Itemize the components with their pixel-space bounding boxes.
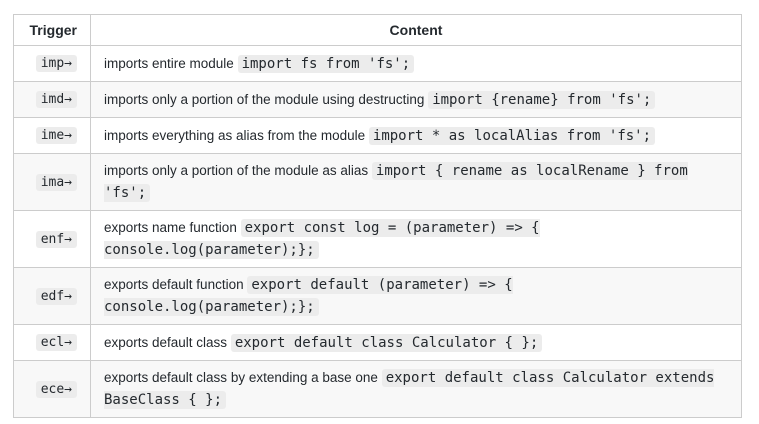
trigger-cell: ece→ — [13, 360, 91, 418]
content-cell: imports everything as alias from the mod… — [90, 117, 742, 154]
code-snippet: import * as localAlias from 'fs'; — [368, 126, 656, 145]
table-row: edf→ exports default function export def… — [13, 267, 742, 325]
trigger-code: imp→ — [35, 55, 77, 72]
content-cell: exports default class by extending a bas… — [90, 360, 742, 418]
table-header: Trigger Content — [13, 14, 742, 46]
trigger-cell: imp→ — [13, 45, 91, 82]
content-column-header: Content — [90, 14, 742, 46]
description-text: exports name function — [104, 220, 237, 235]
content-cell: imports only a portion of the module as … — [90, 153, 742, 211]
trigger-code: imd→ — [35, 91, 77, 108]
trigger-code: ima→ — [35, 173, 77, 191]
table-row: imp→ imports entire module import fs fro… — [13, 45, 742, 82]
trigger-cell: ima→ — [13, 153, 91, 211]
description-text: imports only a portion of the module usi… — [104, 91, 425, 107]
content-cell: exports name function export const log =… — [90, 210, 742, 268]
table-row: imd→ imports only a portion of the modul… — [13, 81, 742, 118]
trigger-cell: imd→ — [13, 81, 91, 118]
trigger-code: ime→ — [35, 127, 77, 144]
description-text: imports everything as alias from the mod… — [104, 127, 366, 143]
table-row: ece→ exports default class by extending … — [13, 360, 742, 418]
description-text: exports default class — [104, 334, 228, 350]
trigger-code: ecl→ — [35, 334, 77, 351]
trigger-cell: edf→ — [13, 267, 91, 325]
code-snippet: import {rename} from 'fs'; — [428, 90, 656, 109]
content-cell: imports entire module import fs from 'fs… — [90, 45, 742, 82]
trigger-code: ece→ — [35, 380, 77, 398]
table-body: imp→ imports entire module import fs fro… — [13, 45, 742, 418]
trigger-cell: ecl→ — [13, 324, 91, 361]
trigger-code: enf→ — [35, 230, 77, 248]
description-text: imports only a portion of the module as … — [104, 163, 369, 178]
content-cell: imports only a portion of the module usi… — [90, 81, 742, 118]
description-text: exports default class by extending a bas… — [104, 370, 378, 385]
trigger-cell: ime→ — [13, 117, 91, 154]
code-snippet: export default class Calculator { }; — [230, 333, 543, 352]
table-row: ima→ imports only a portion of the modul… — [13, 153, 742, 211]
description-text: imports entire module — [104, 55, 234, 71]
table-row: enf→ exports name function export const … — [13, 210, 742, 268]
description-text: exports default function — [104, 277, 244, 292]
table-row: ecl→ exports default class export defaul… — [13, 324, 742, 361]
snippets-table: Trigger Content imp→ imports entire modu… — [13, 14, 742, 418]
header-row: Trigger Content — [13, 14, 742, 46]
content-cell: exports default class export default cla… — [90, 324, 742, 361]
content-cell: exports default function export default … — [90, 267, 742, 325]
code-snippet: import fs from 'fs'; — [237, 54, 415, 73]
trigger-cell: enf→ — [13, 210, 91, 268]
trigger-column-header: Trigger — [13, 14, 91, 46]
trigger-code: edf→ — [35, 287, 77, 305]
table-row: ime→ imports everything as alias from th… — [13, 117, 742, 154]
